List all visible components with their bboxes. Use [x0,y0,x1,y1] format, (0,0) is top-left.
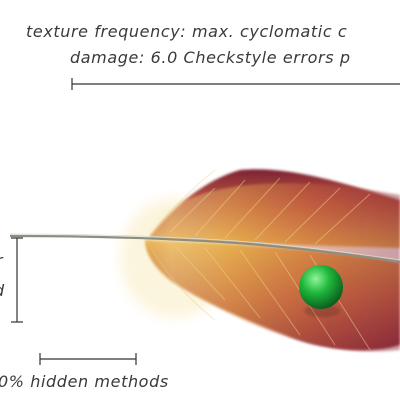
annotation-left-1: r [0,251,3,270]
feather-barbs [169,177,371,351]
feather-shaft [9,234,400,264]
annotation-damage: damage: 6.0 Checkstyle errors p [70,48,351,67]
annotation-texture-frequency: texture frequency: max. cyclomatic c [26,22,348,41]
left-scale-rule [11,237,23,323]
feather-body [140,183,400,352]
ball-shadow [304,305,340,317]
annotation-hidden-methods: 0% hidden methods [0,372,169,391]
bottom-scale-rule [39,353,137,365]
feather-shaft-highlight [9,233,400,261]
annotation-left-2: d [0,281,5,300]
feather-wisps [147,169,216,321]
green-ball-icon [299,265,343,309]
top-scale-rule [71,78,400,90]
